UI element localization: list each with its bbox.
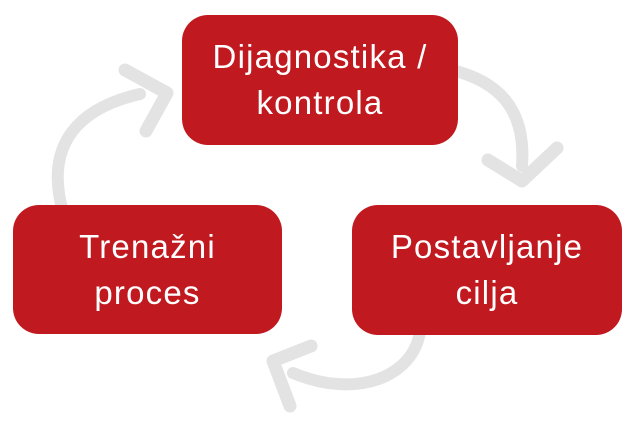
node-label-line: cilja bbox=[455, 274, 519, 311]
node-dijagnostika-kontrola: Dijagnostika / kontrola bbox=[182, 15, 458, 145]
node-label-line: proces bbox=[94, 273, 201, 311]
node-postavljanje-cilja: Postavljanje cilja bbox=[352, 205, 622, 335]
node-trenazni-proces: Trenažni proces bbox=[13, 205, 282, 334]
arrow-goal-to-training-icon bbox=[266, 325, 426, 413]
node-label-line: Postavljanje bbox=[390, 228, 584, 265]
node-label-line: Dijagnostika / bbox=[212, 38, 428, 75]
node-label-line: Trenažni bbox=[79, 227, 216, 265]
arrow-diagnostics-to-goal-icon bbox=[446, 64, 564, 188]
arrow-training-to-diagnostics-icon bbox=[51, 63, 174, 218]
node-label-line: kontrola bbox=[256, 84, 384, 121]
